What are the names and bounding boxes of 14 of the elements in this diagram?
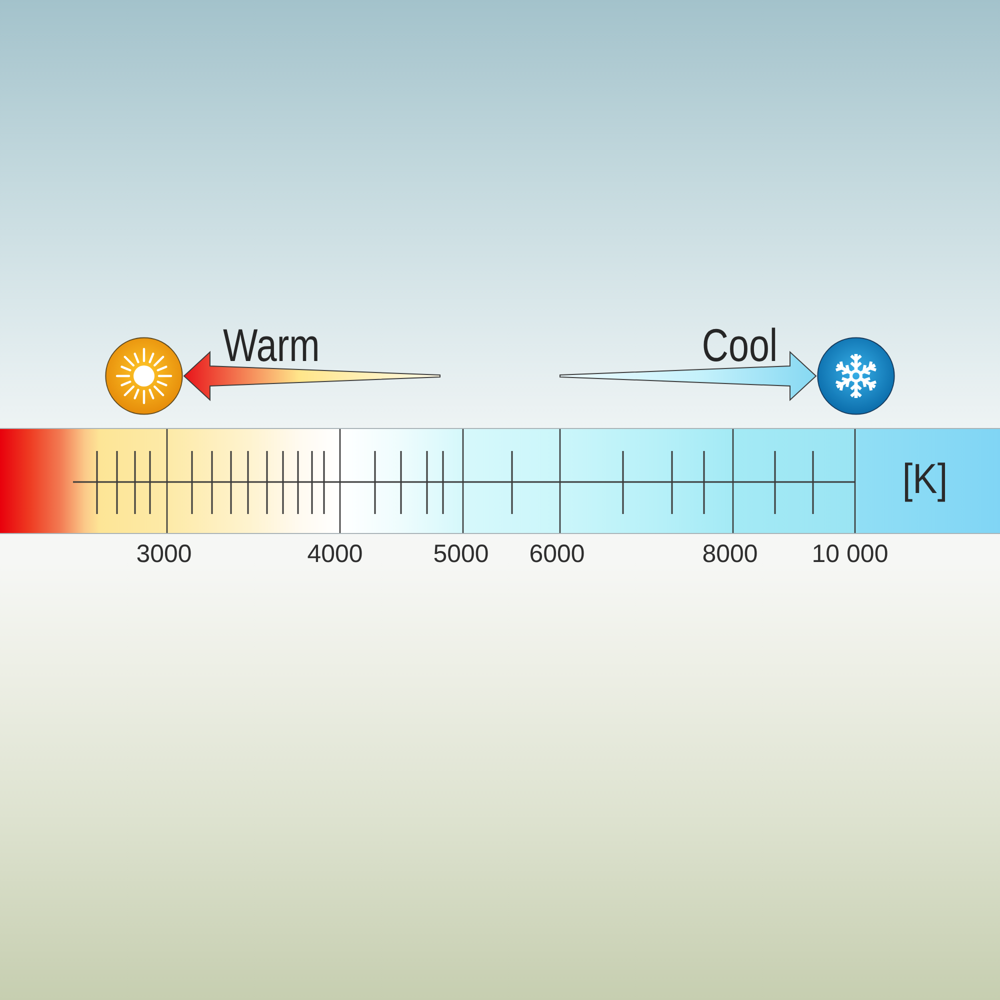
temperature-scale-bar xyxy=(0,428,1000,534)
arrow xyxy=(183,350,440,402)
tick-label: 10 000 xyxy=(812,542,888,567)
edge-label: Cool xyxy=(702,322,778,368)
snowflake-icon xyxy=(817,337,895,415)
sun-icon xyxy=(105,337,183,415)
tick-label: 3000 xyxy=(136,542,192,567)
tick-label: 5000 xyxy=(433,542,489,567)
edge-label: Warm xyxy=(223,322,320,368)
tick-label: 8000 xyxy=(702,542,758,567)
arrow xyxy=(560,350,817,402)
unit-label: [K] xyxy=(902,458,948,500)
tick-label: 6000 xyxy=(529,542,585,567)
tick-label: 4000 xyxy=(307,542,363,567)
